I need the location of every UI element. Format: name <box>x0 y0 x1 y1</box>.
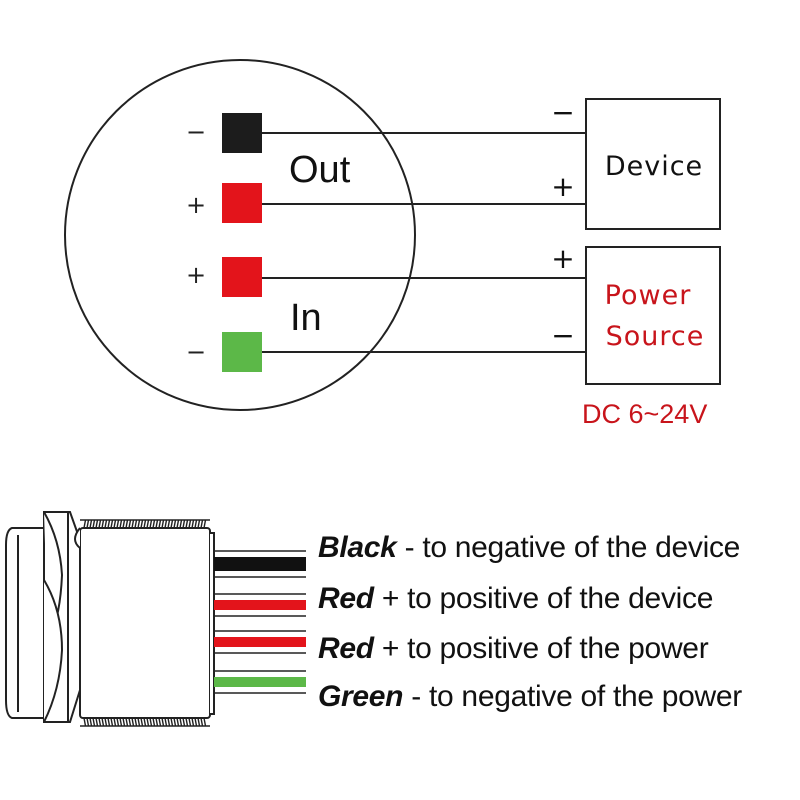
legend-item-green: Green - to negative of the power <box>318 680 742 714</box>
thread-bottom <box>80 717 210 727</box>
device-box <box>585 98 721 230</box>
legend-wire-name: Black <box>318 531 397 564</box>
legend-description: - to negative of the power <box>403 680 742 713</box>
pin-sign-3: + <box>186 261 206 289</box>
legend-description: + to positive of the power <box>373 632 709 665</box>
pin-black <box>222 113 262 153</box>
device-plus: + <box>551 170 574 203</box>
pin-sign-1: − <box>186 118 206 146</box>
wire-outlines <box>214 550 306 694</box>
legend-wire-name: Green <box>318 680 404 713</box>
legend-description: + to positive of the device <box>373 582 714 615</box>
pin-red-2 <box>222 257 262 297</box>
connector-circle <box>64 59 416 411</box>
power-source-line2: Source <box>606 321 705 352</box>
out-label: Out <box>289 149 351 191</box>
legend-item-black: Black - to negative of the device <box>318 531 740 565</box>
legend-item-red-power: Red + to positive of the power <box>318 632 709 666</box>
device-minus: − <box>551 96 574 129</box>
power-source-line1: Power <box>605 280 692 311</box>
voltage-label: DC 6~24V <box>582 399 707 429</box>
power-source-plus: + <box>551 242 574 275</box>
in-label: In <box>290 297 322 339</box>
legend-description: - to negative of the device <box>396 531 741 564</box>
legend-wire-name: Red <box>318 582 374 615</box>
legend-wire-name: Red <box>318 632 374 665</box>
pin-sign-4: − <box>186 338 206 366</box>
pin-sign-2: + <box>186 191 206 219</box>
legend-item-red-device: Red + to positive of the device <box>318 582 713 616</box>
thread-top <box>80 519 210 529</box>
pin-green <box>222 332 262 372</box>
device-label: Device <box>605 151 703 182</box>
power-source-box <box>585 246 721 385</box>
pin-red-1 <box>222 183 262 223</box>
power-source-minus: − <box>551 319 574 352</box>
switch-illustration <box>5 511 215 723</box>
